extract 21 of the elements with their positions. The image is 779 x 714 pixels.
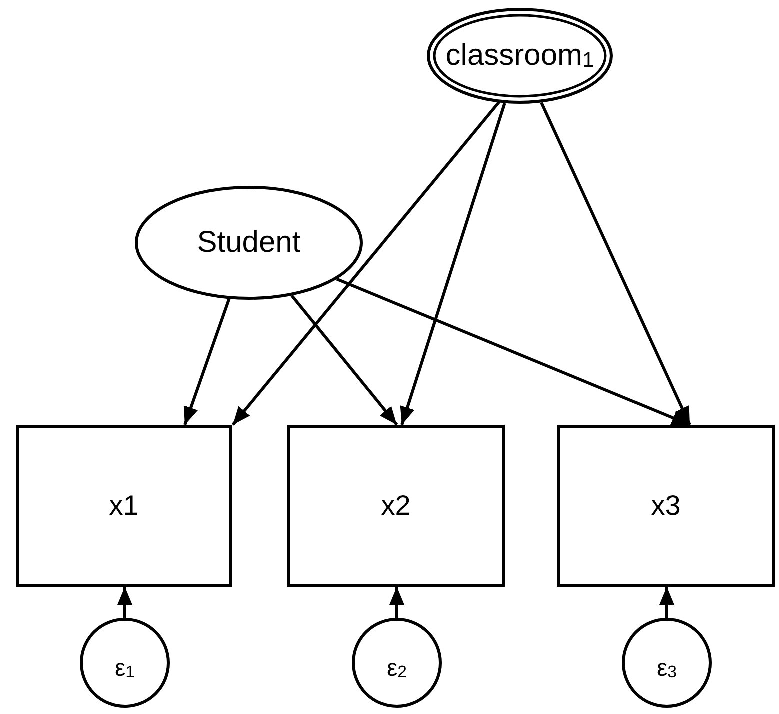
arrow [660,587,674,618]
arrow [540,102,692,426]
arrow [400,102,506,426]
variable-box [557,425,775,587]
variable-label: Student [197,226,301,260]
double-ellipse-node [427,8,613,104]
arrow [390,587,404,618]
variable-box [16,425,232,587]
ellipse-node [135,186,363,300]
arrow [290,294,398,426]
variable-label: x3 [651,490,681,522]
variable-label: classroom$_{1}$ [446,38,594,74]
variable-box [287,425,505,587]
error-circle [80,618,170,708]
arrow [184,298,231,426]
error-circle [622,618,712,708]
arrow [336,278,691,426]
arrow [118,587,132,618]
variable-label: x1 [109,490,139,522]
variable-label: x2 [381,490,411,522]
error-circle [352,618,442,708]
